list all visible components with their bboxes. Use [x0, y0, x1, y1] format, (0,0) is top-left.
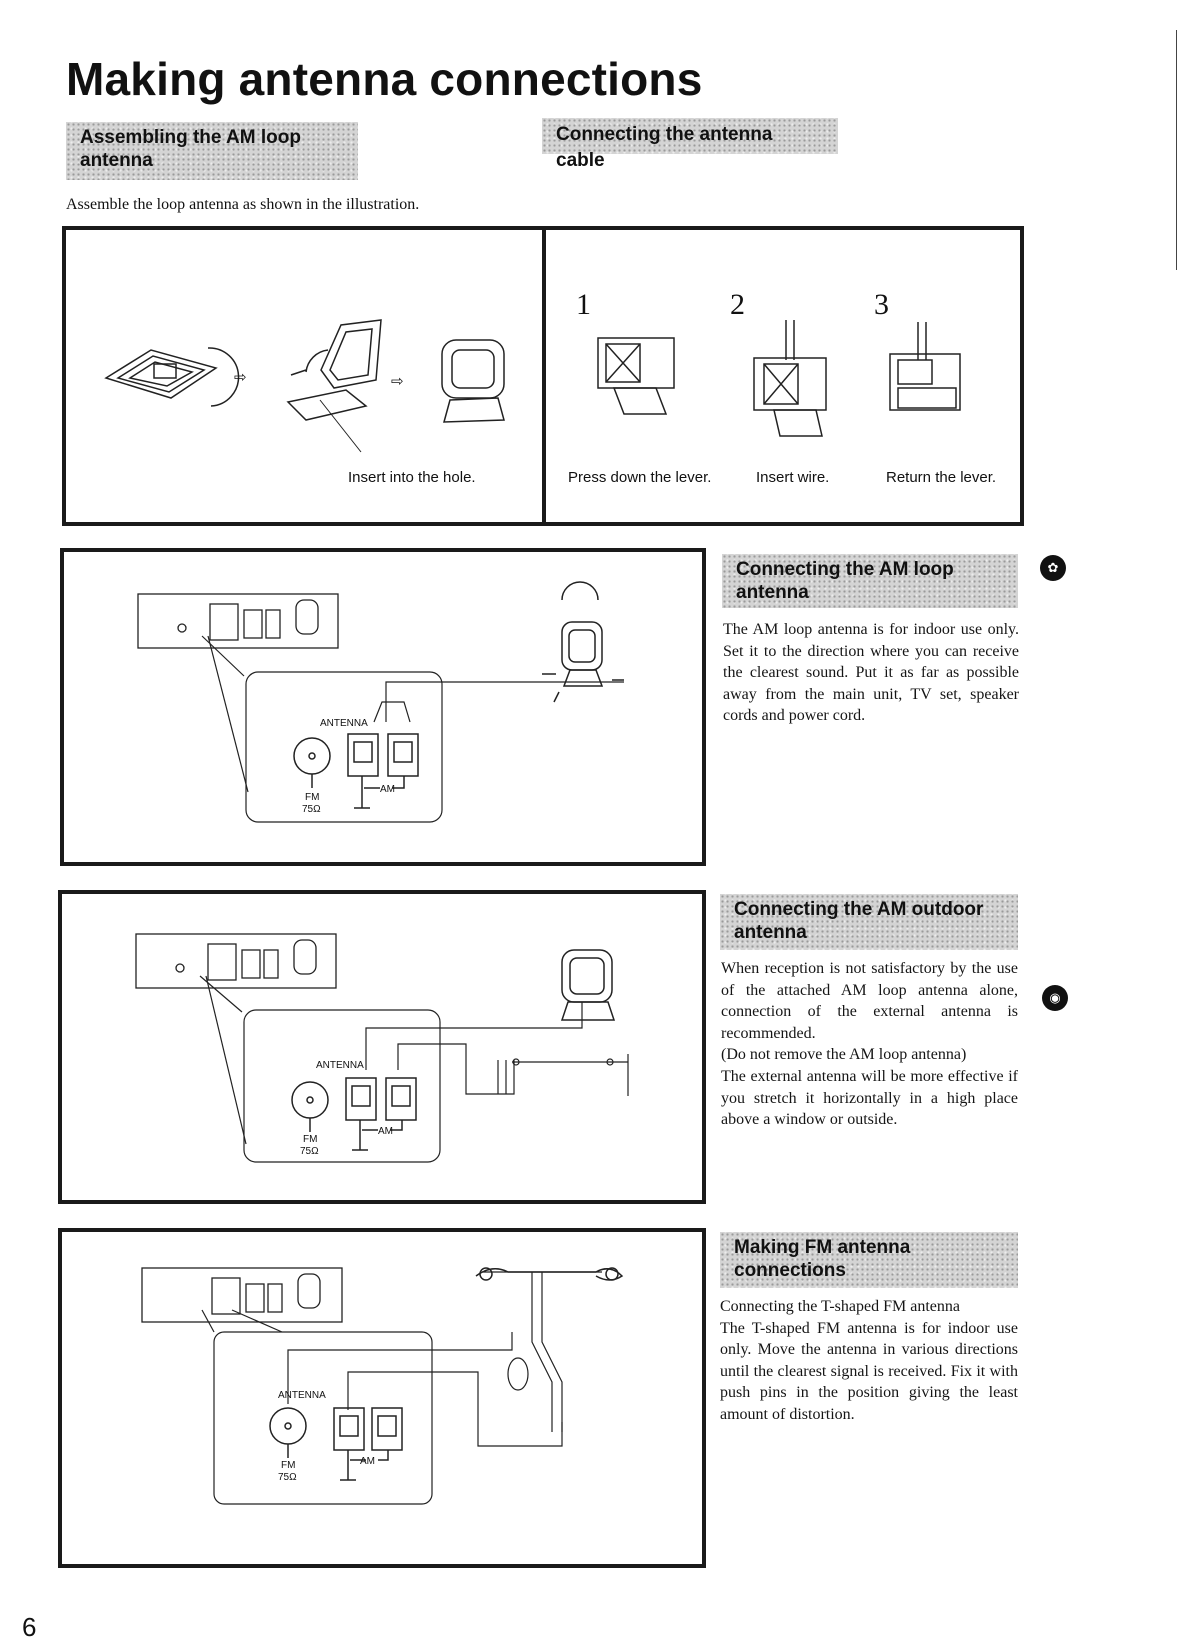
page-title: Making antenna connections — [66, 53, 703, 105]
arrow-1-icon: ⇨ — [234, 369, 247, 386]
t-antenna-icon — [475, 1267, 624, 1281]
fm-header-text: Making FM antenna connections — [734, 1237, 911, 1281]
assembling-intro: Assemble the loop antenna as shown in th… — [66, 196, 420, 213]
fm-impedance-label: 75Ω — [278, 1472, 297, 1483]
receiver-rear-panel-icon — [135, 933, 337, 989]
am-loop-body: The AM loop antenna is for indoor use on… — [723, 621, 1019, 725]
cable-header-text: Connecting the antenna cable — [556, 124, 773, 171]
receiver-rear-panel-icon — [137, 593, 339, 649]
am-outdoor-figure-frame: ANTENNA AM FM 75Ω — [58, 890, 706, 1204]
am-loop-header-text: Connecting the AM loop antenna — [736, 559, 954, 603]
leaf-icon: ✿ — [1040, 555, 1066, 581]
antenna-label: ANTENNA — [316, 1060, 364, 1071]
antenna-terminal-icon — [269, 1407, 403, 1481]
fm-impedance-label: 75Ω — [300, 1146, 319, 1157]
am-loop-figure-frame: ANTENNA AM FM 75Ω — [60, 548, 706, 866]
receiver-rear-panel-icon — [141, 1267, 343, 1323]
loop-antenna-assembled-icon — [441, 339, 505, 423]
terminal-return-lever-icon — [889, 322, 961, 411]
am-loop-antenna-icon — [560, 949, 616, 1021]
fm-body: Connecting the T-shaped FM antenna The T… — [720, 1296, 1018, 1426]
step-1-number: 1 — [576, 288, 591, 321]
loop-antenna-standing-icon — [286, 319, 382, 453]
step-1-caption: Press down the lever. — [568, 469, 711, 486]
am-loop-figure: ANTENNA AM FM 75Ω — [137, 581, 624, 823]
antenna-terminal-icon — [293, 733, 419, 809]
assembling-caption: Insert into the hole. — [348, 469, 476, 486]
arrow-2-icon: ⇨ — [391, 373, 404, 390]
terminal-insert-wire-icon — [753, 320, 827, 437]
fm-figure: ANTENNA AM FM 75Ω — [141, 1267, 624, 1505]
am-label: AM — [378, 1126, 393, 1137]
loop-antenna-flat-icon — [104, 347, 240, 407]
terminal-press-lever-icon — [597, 337, 675, 415]
step-2-caption: Insert wire. — [756, 469, 829, 486]
am-outdoor-paragraph-3: The external antenna will be more effect… — [721, 1067, 1018, 1129]
antenna-terminal-icon — [291, 1077, 417, 1151]
am-outdoor-body: When reception is not satisfactory by th… — [721, 958, 1018, 1131]
antenna-label: ANTENNA — [278, 1390, 326, 1401]
am-outdoor-figure: ANTENNA AM FM 75Ω — [135, 933, 629, 1163]
fm-subheading: Connecting the T-shaped FM antenna — [720, 1298, 960, 1315]
assembling-header-text: Assembling the AM loop antenna — [80, 127, 301, 171]
fm-impedance-label: 75Ω — [302, 804, 321, 815]
am-outdoor-header: Connecting the AM outdoor antenna — [720, 894, 1018, 950]
antenna-label: ANTENNA — [320, 718, 368, 729]
am-label: AM — [380, 784, 395, 795]
cable-header: Connecting the antenna cable — [542, 118, 838, 171]
assembling-header: Assembling the AM loop antenna — [66, 122, 358, 180]
am-loop-header: Connecting the AM loop antenna — [722, 554, 1018, 608]
am-outdoor-header-text: Connecting the AM outdoor antenna — [734, 899, 984, 943]
assembly-figure: ⇨ ⇨ Insert into the hole. 1 2 3 — [104, 230, 996, 522]
am-loop-antenna-icon — [542, 581, 624, 703]
fm-label: FM — [303, 1134, 317, 1145]
fm-figure-frame: ANTENNA AM FM 75Ω — [58, 1228, 706, 1568]
step-2-number: 2 — [730, 288, 745, 321]
step-3-number: 3 — [874, 288, 889, 321]
am-outdoor-paragraph-1: When reception is not satisfactory by th… — [721, 960, 1018, 1042]
page-number: 6 — [22, 1612, 37, 1642]
step-3-caption: Return the lever. — [886, 469, 996, 486]
fm-paragraph: The T-shaped FM antenna is for indoor us… — [720, 1319, 1018, 1423]
fm-header: Making FM antenna connections — [720, 1232, 1018, 1288]
am-outdoor-paragraph-2: (Do not remove the AM loop antenna) — [721, 1046, 967, 1064]
am-label: AM — [360, 1456, 375, 1467]
fm-label: FM — [281, 1460, 295, 1471]
margin-rule — [1176, 30, 1177, 270]
globe-icon: ◉ — [1042, 985, 1068, 1011]
fm-label: FM — [305, 792, 319, 803]
assembly-figure-frame: ⇨ ⇨ Insert into the hole. 1 2 3 — [62, 226, 1024, 526]
